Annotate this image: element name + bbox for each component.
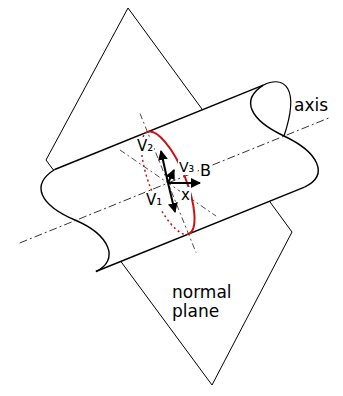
point-label: x xyxy=(180,187,191,204)
vector-label: V₃ xyxy=(178,160,195,175)
vector-label: V₁ xyxy=(145,192,163,209)
plane-label: normal plane xyxy=(172,283,252,320)
tube-end xyxy=(263,82,290,136)
axis-line xyxy=(20,118,330,244)
plane-line xyxy=(120,150,216,216)
vector-arrow xyxy=(168,182,200,184)
vector-label: V₂ xyxy=(136,138,154,155)
axis-label: axis xyxy=(294,96,328,115)
cross-section xyxy=(147,125,205,234)
vector-arrow xyxy=(168,183,175,212)
vector-arrow xyxy=(168,170,174,183)
vector-label: B xyxy=(199,162,212,180)
vector-arrow xyxy=(161,151,168,183)
